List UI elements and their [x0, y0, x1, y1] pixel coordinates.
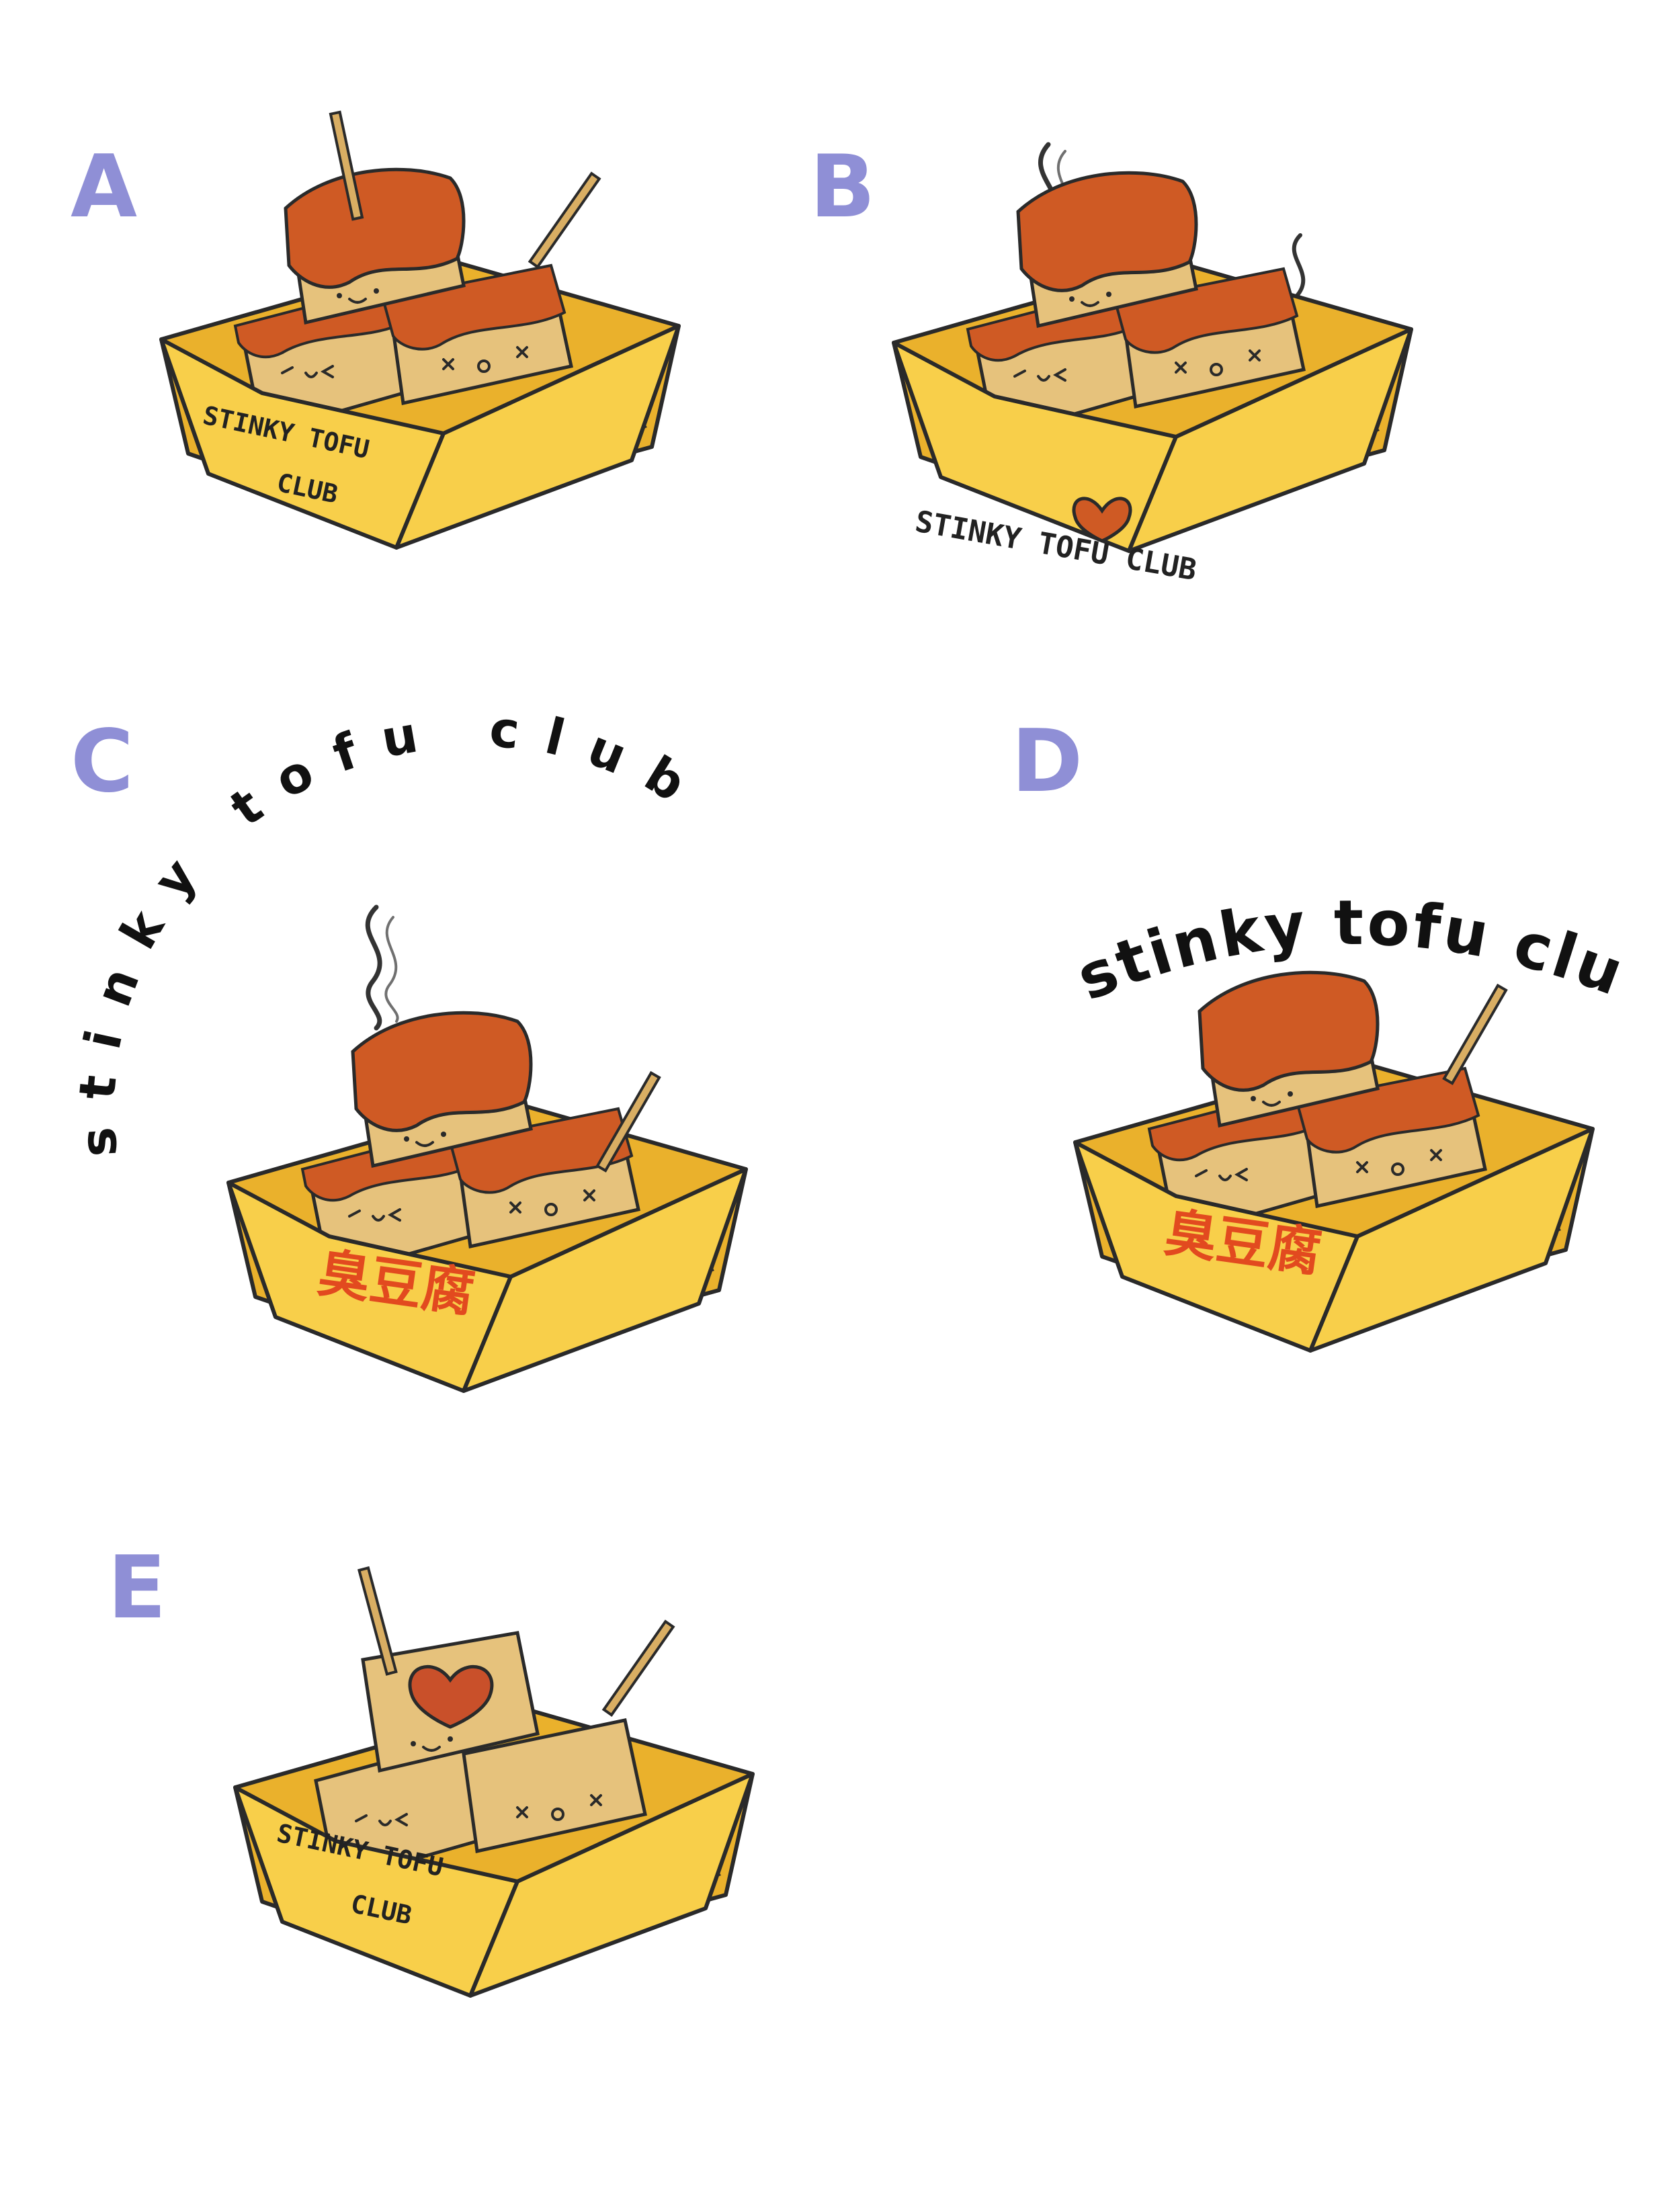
- box-side: [1127, 327, 1413, 553]
- cube-face: [509, 1189, 595, 1214]
- cube-mouth: [1391, 1162, 1404, 1176]
- cube-face: [1356, 1149, 1442, 1173]
- arc-title-d: stinky tofu club: [816, 628, 1635, 1015]
- stinky-tofu-illustration-d: stinky tofu club 臭豆腐: [816, 628, 1632, 1353]
- variant-label-a: A: [71, 137, 138, 237]
- tofu-cube-right: [462, 1718, 647, 1854]
- variant-a: A STINKY TOFU CLUB: [0, 0, 840, 672]
- stinky-tofu-illustration-e: STINKY TOFU CLUB: [233, 1566, 755, 1998]
- variant-c: C stinky tofu club 臭豆腐: [0, 685, 840, 1393]
- sauce-layer: [1114, 267, 1299, 354]
- sauce-top: [284, 167, 466, 289]
- box-side: [468, 1772, 755, 1998]
- box-side: [1308, 1127, 1595, 1353]
- sauce-top: [351, 1011, 533, 1132]
- cube-face: [355, 1813, 408, 1826]
- top-eye: [1106, 292, 1111, 297]
- tofu-box-drawing: [892, 171, 1413, 553]
- cube-face: [442, 346, 528, 370]
- top-eye: [1069, 296, 1075, 302]
- skewer-icon: [601, 1619, 675, 1717]
- cube-mouth: [1210, 363, 1223, 376]
- cube-mouth: [551, 1808, 564, 1821]
- top-eye: [441, 1132, 446, 1137]
- top-face: [348, 298, 367, 304]
- cube-face: [281, 365, 334, 378]
- skewer-icon: [329, 110, 364, 221]
- cube-mouth: [477, 359, 491, 373]
- tofu-box-drawing: [233, 1566, 755, 1998]
- box-side: [462, 1167, 748, 1393]
- skewer-stick: [528, 171, 601, 269]
- skewer-stick: [1442, 983, 1508, 1085]
- top-face: [415, 1141, 434, 1147]
- stinky-tofu-illustration-a: STINKY TOFU CLUB: [159, 110, 681, 550]
- top-eye: [337, 293, 342, 298]
- variant-label-d: D: [1011, 712, 1083, 812]
- top-eye: [404, 1136, 409, 1142]
- skewer-icon: [357, 1566, 398, 1676]
- top-eye: [374, 288, 379, 294]
- sauce-top: [1016, 171, 1198, 292]
- skewer-stick: [329, 110, 364, 221]
- variant-b: B STINKY TOFU CLUB: [780, 0, 1620, 672]
- cube-mouth: [544, 1203, 558, 1216]
- top-eye: [411, 1741, 416, 1746]
- top-eye: [1251, 1096, 1256, 1101]
- stinky-tofu-illustration-c: stinky tofu club 臭豆腐: [68, 700, 748, 1393]
- steam-icon: [365, 904, 399, 1031]
- top-face: [1081, 301, 1099, 307]
- top-face: [422, 1746, 441, 1752]
- sauce-top: [1198, 970, 1380, 1092]
- top-eye: [1288, 1091, 1293, 1097]
- variant-e: E STINKY TOFU CLUB: [0, 1532, 840, 2204]
- tofu-box-drawing: [226, 1011, 748, 1393]
- heart-icon: [1072, 497, 1132, 543]
- variant-label-b: B: [810, 137, 876, 237]
- skewer-icon: [1442, 983, 1508, 1085]
- tofu-box-drawing: [1073, 970, 1595, 1353]
- heart-icon: [408, 1664, 494, 1729]
- sauce-layer: [448, 1107, 634, 1194]
- cube-face: [516, 1794, 602, 1818]
- box-side: [394, 324, 681, 550]
- stinky-tofu-illustration-b: STINKY TOFU CLUB: [892, 142, 1413, 587]
- sauce-layer: [381, 263, 566, 351]
- arc-title-d-path: stinky tofu club: [816, 628, 1632, 1015]
- skewer-stick: [357, 1566, 398, 1676]
- skewer-icon: [528, 171, 601, 269]
- variant-d: D stinky tofu club 臭豆腐: [816, 628, 1680, 1357]
- top-eye: [448, 1736, 453, 1742]
- tofu-box-drawing: [159, 110, 681, 550]
- top-face: [1262, 1101, 1281, 1107]
- variant-label-e: E: [108, 1538, 167, 1638]
- sauce-layer: [1295, 1066, 1480, 1154]
- skewer-icon: [595, 1070, 661, 1173]
- skewer-stick: [601, 1619, 675, 1717]
- cube-face: [348, 1208, 401, 1222]
- skewer-stick: [595, 1070, 661, 1173]
- cube-face: [1013, 368, 1066, 382]
- cube-face: [1195, 1168, 1248, 1181]
- variant-label-c: C: [71, 712, 134, 812]
- cube-face: [1175, 349, 1261, 374]
